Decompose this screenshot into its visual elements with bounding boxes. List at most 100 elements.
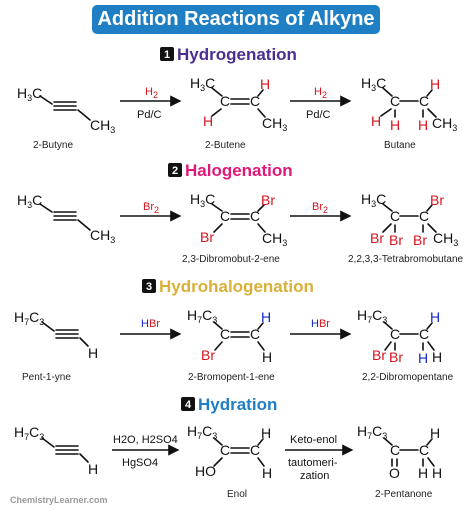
molecule-2-2-3-3-tetrabromobutane: H3C C C Br Br Br Br CH3 2,2,3,3-Tetrabro… <box>348 191 464 265</box>
atom-H-red: H <box>390 117 400 133</box>
reagent-hbr-2: HBr <box>311 318 330 330</box>
atom-CH3: CH3 <box>90 227 115 245</box>
watermark: ChemistryLearner.com <box>10 495 108 505</box>
caption-2-bromopent-1-ene: 2-Bromopent-1-ene <box>188 372 275 383</box>
atom-H-red: H <box>418 117 428 133</box>
atom-HO: HO <box>195 463 216 479</box>
atom-Br-red: Br <box>430 192 444 208</box>
number-badge-2-label: 2 <box>172 165 178 177</box>
atom-C: C <box>220 208 230 224</box>
atom-CH3: CH3 <box>262 115 287 133</box>
atom-H3C: H3C <box>361 191 386 209</box>
atom-Br-red: Br <box>201 347 215 363</box>
molecule-2-butyne: H3C CH3 <box>17 192 115 245</box>
atom-H3C: H3C <box>361 75 386 93</box>
atom-Br-red: Br <box>370 230 384 246</box>
atom-H-blue: H <box>261 309 271 325</box>
atom-H: H <box>262 465 272 481</box>
molecule-2-pentanone: H7C3 C C H O H H 2-Pentanone <box>357 423 442 500</box>
molecule-butane: H3C C C H H H H CH3 Butane <box>361 75 457 151</box>
atom-Br-red: Br <box>261 192 275 208</box>
reagent-br2-2: Br2 <box>312 201 328 215</box>
atom-CH3: CH3 <box>432 115 457 133</box>
reagent-br2-1: Br2 <box>143 201 159 215</box>
atom-H: H <box>88 345 98 361</box>
section-hydrogenation: 1 Hydrogenation H3C CH3 2-Butyne H2 Pd/C… <box>17 45 457 151</box>
atom-C: C <box>220 326 230 342</box>
heading-hydrohalogenation: Hydrohalogenation <box>159 277 314 296</box>
section-halogenation: 2 Halogenation H3C CH3 Br2 H3C C C Br Br… <box>17 161 464 265</box>
molecule-2-bromopent-1-ene: H7C3 C C H Br H 2-Bromopent-1-ene <box>187 307 275 383</box>
atom-H: H <box>418 465 428 481</box>
reagent-zation: zation <box>300 470 329 482</box>
caption-2-butene: 2-Butene <box>205 140 246 151</box>
atom-H-red: H <box>430 76 440 92</box>
atom-CH3: CH3 <box>262 230 287 248</box>
reagent-hgso4: HgSO4 <box>122 457 158 469</box>
atom-C: C <box>250 442 260 458</box>
atom-C: C <box>390 93 400 109</box>
atom-C: C <box>390 442 400 458</box>
atom-H7C3: H7C3 <box>357 307 387 325</box>
heading-hydration: Hydration <box>198 395 277 414</box>
reagent-tautomeri: tautomeri- <box>288 457 338 469</box>
molecule-2-butene: H3C C C H H CH3 2-Butene <box>190 75 287 151</box>
atom-H: H <box>432 465 442 481</box>
atom-H7C3: H7C3 <box>187 423 217 441</box>
atom-H: H <box>262 349 272 365</box>
atom-C: C <box>250 208 260 224</box>
number-badge-2 <box>168 163 182 177</box>
atom-H-red: H <box>371 113 381 129</box>
atom-Br-red: Br <box>413 232 427 248</box>
reagent-h2-2: H2 <box>314 86 327 100</box>
atom-CH3: CH3 <box>433 230 458 248</box>
number-badge-4 <box>181 397 195 411</box>
caption-2-pentanone: 2-Pentanone <box>375 489 433 500</box>
number-badge-1 <box>160 47 174 61</box>
atom-H3C: H3C <box>190 75 215 93</box>
caption-pent-1-yne: Pent-1-yne <box>22 372 71 383</box>
section-hydration: 4 Hydration H7C3 H H2O, H2SO4 HgSO4 H7C3… <box>14 395 442 500</box>
atom-H3C: H3C <box>17 85 42 103</box>
atom-C: C <box>419 93 429 109</box>
atom-H7C3: H7C3 <box>14 424 44 442</box>
caption-enol: Enol <box>227 489 247 500</box>
number-badge-3-label: 3 <box>146 281 152 293</box>
molecule-2-butyne: H3C CH3 2-Butyne <box>17 85 115 151</box>
number-badge-1-label: 1 <box>164 49 170 61</box>
atom-C: C <box>419 326 429 342</box>
atom-C: C <box>419 208 429 224</box>
atom-H-red: H <box>203 113 213 129</box>
section-hydrohalogenation: 3 Hydrohalogenation H7C3 H Pent-1-yne HB… <box>14 277 454 383</box>
atom-H: H <box>88 461 98 477</box>
caption-2-butyne: 2-Butyne <box>33 140 73 151</box>
atom-H7C3: H7C3 <box>357 423 387 441</box>
number-badge-4-label: 4 <box>185 399 192 411</box>
atom-C: C <box>250 93 260 109</box>
atom-H: H <box>430 425 440 441</box>
molecule-2-2-dibromopentane: H7C3 C C H Br Br H H 2,2-Dibromopentane <box>357 307 454 383</box>
heading-hydrogenation: Hydrogenation <box>177 45 297 64</box>
number-badge-3 <box>142 279 156 293</box>
molecule-pent-1-yne: H7C3 H Pent-1-yne <box>14 309 98 383</box>
reagent-hbr-1: HBr <box>141 318 160 330</box>
heading-halogenation: Halogenation <box>185 161 293 180</box>
atom-H-blue: H <box>430 309 440 325</box>
atom-H: H <box>261 425 271 441</box>
atom-H7C3: H7C3 <box>14 309 44 327</box>
atom-C: C <box>390 208 400 224</box>
atom-Br-red: Br <box>200 229 214 245</box>
atom-H3C: H3C <box>17 192 42 210</box>
atom-C: C <box>250 326 260 342</box>
atom-H-blue: H <box>418 350 428 366</box>
caption-2-2-dibromopentane: 2,2-Dibromopentane <box>362 372 454 383</box>
reagent-pdc-2: Pd/C <box>306 109 331 121</box>
reagent-h2o-h2so4: H2O, H2SO4 <box>113 434 178 446</box>
molecule-enol: H7C3 C C H HO H Enol <box>187 423 272 500</box>
atom-H3C: H3C <box>190 191 215 209</box>
caption-butane: Butane <box>384 140 416 151</box>
reagent-h2-1: H2 <box>145 86 158 100</box>
atom-O: O <box>389 465 400 481</box>
atom-C: C <box>390 326 400 342</box>
